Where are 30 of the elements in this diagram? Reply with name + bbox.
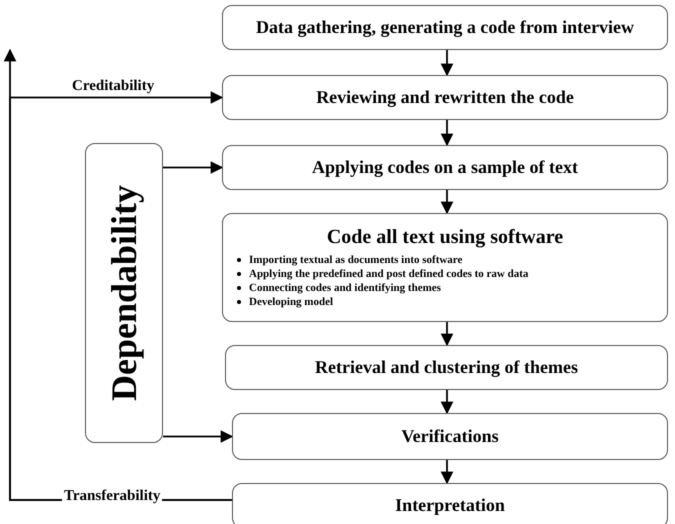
bullet-item: Developing model [249, 295, 334, 309]
edge-label: Transferability [62, 488, 162, 505]
arrow [163, 430, 234, 443]
arrow [163, 161, 224, 174]
bullet-item: Connecting codes and identifying themes [249, 281, 441, 295]
process-box [222, 213, 668, 322]
arrow [440, 50, 454, 76]
box-title: Code all text using software [326, 226, 564, 249]
box-title: Retrieval and clustering of themes [315, 357, 578, 378]
process-box [232, 483, 668, 524]
rounded-box [85, 143, 163, 443]
arrow [440, 190, 454, 214]
process-box [222, 145, 668, 190]
box-title: Interpretation [395, 495, 505, 516]
arrow [440, 322, 454, 346]
edge-label: Creditability [70, 78, 156, 95]
box-title: Verifications [401, 426, 499, 447]
process-box [232, 413, 668, 460]
box-title: Reviewing and rewritten the code [316, 87, 574, 108]
process-box [222, 5, 668, 50]
box-title: Applying codes on a sample of text [312, 157, 578, 178]
process-box [222, 75, 668, 120]
bullet-item: Applying the predefined and post defined codes to raw data [249, 267, 528, 281]
process-box [225, 345, 668, 390]
arrow [440, 460, 454, 484]
box-title: Data gathering, generating a code from interview [256, 17, 634, 38]
bullet-item: Importing textual as documents into software [249, 253, 462, 267]
box-title: Dependability [103, 184, 145, 402]
arrow [440, 390, 454, 414]
arrow [440, 120, 454, 146]
